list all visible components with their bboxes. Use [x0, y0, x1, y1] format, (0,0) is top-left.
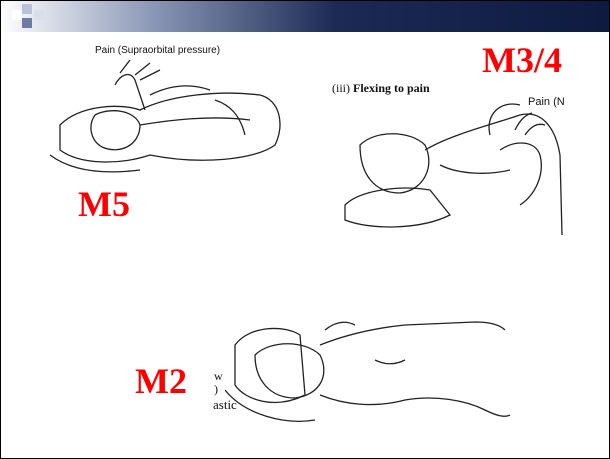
decor-square: [12, 10, 22, 20]
caption-prefix: (iii): [332, 81, 350, 95]
patient-illustration-localising: [40, 55, 290, 185]
label-m5: M5: [78, 186, 130, 222]
label-m2: M2: [135, 363, 187, 399]
annotation-supraorbital: Pain (Supraorbital pressure): [95, 45, 220, 56]
fragment-paren: ): [214, 382, 218, 397]
title-bar-decoration: [0, 0, 610, 32]
patient-illustration-extension: [225, 300, 525, 430]
decor-square: [22, 18, 32, 28]
patient-illustration-flexing: [340, 95, 580, 245]
caption-flexing: (iii) Flexing to pain: [332, 81, 430, 96]
decor-square: [34, 10, 44, 20]
caption-text: Flexing to pain: [353, 81, 430, 95]
label-m3-4: M3/4: [482, 42, 562, 78]
decor-square: [22, 4, 32, 14]
